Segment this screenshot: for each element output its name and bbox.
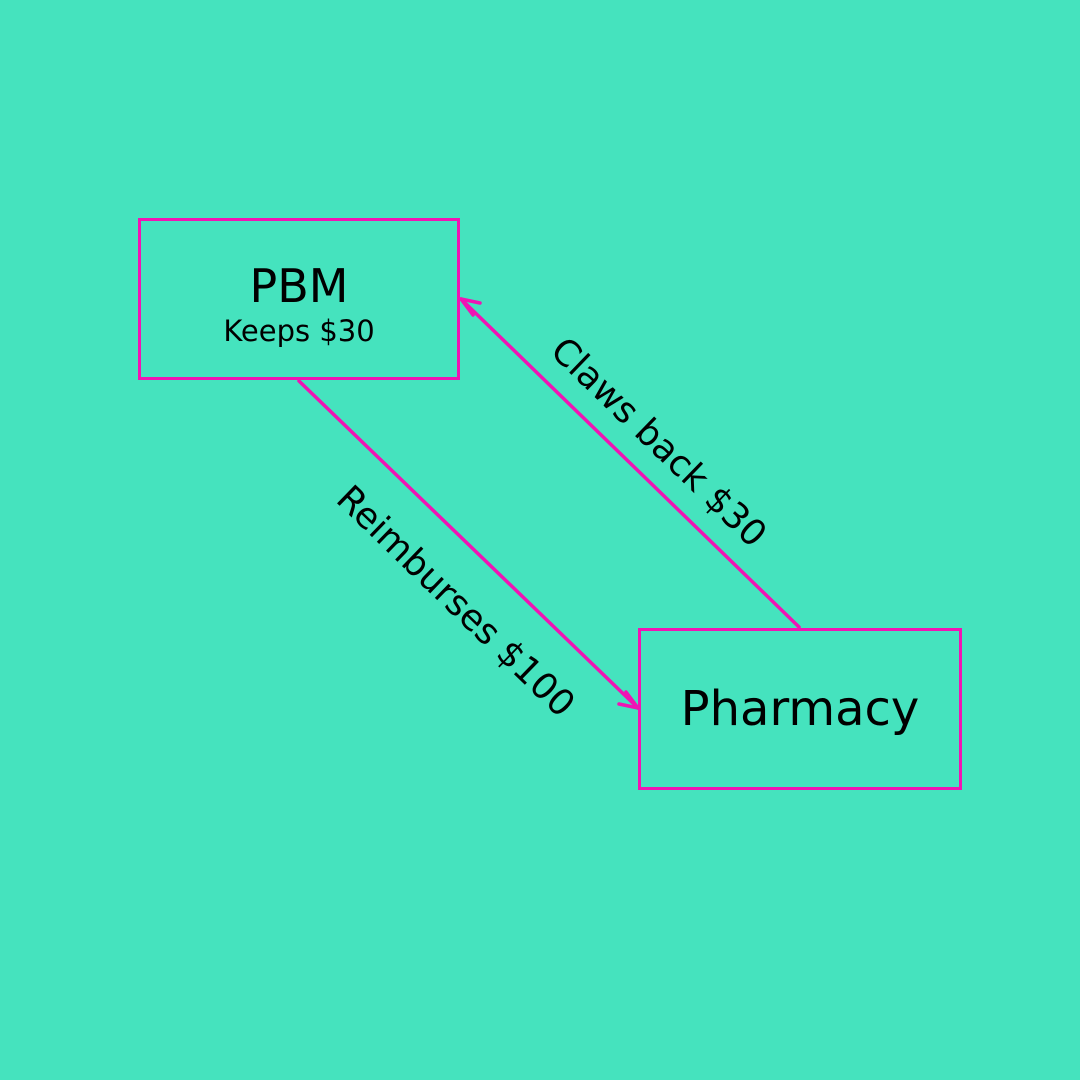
pharmacy-node: Pharmacy	[638, 628, 962, 790]
pbm-node: PBM Keeps $30	[138, 218, 460, 380]
pbm-subtitle: Keeps $30	[223, 313, 375, 348]
pbm-title: PBM	[249, 259, 349, 314]
claws-back-arrowhead	[459, 297, 482, 317]
pharmacy-title: Pharmacy	[680, 680, 920, 737]
claws-back-arrow-line	[459, 297, 801, 629]
reimburses-arrow-line	[297, 379, 640, 710]
